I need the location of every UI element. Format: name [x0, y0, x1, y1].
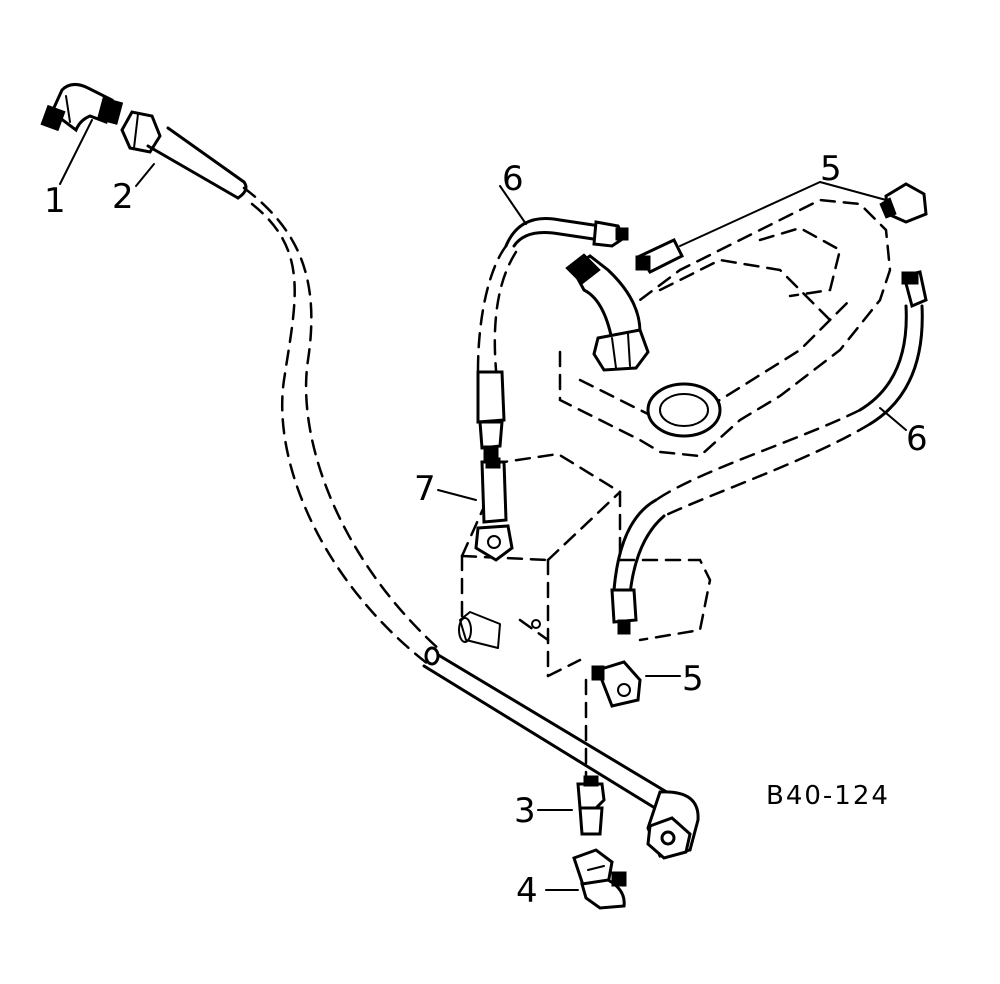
adapter-part-7: [474, 457, 514, 562]
tee-fitting-part-5-top: [635, 182, 928, 274]
figure-code: B40-124: [766, 781, 890, 811]
hose-part-6-top: [476, 217, 629, 461]
callout-5-lower: 5: [682, 659, 704, 699]
callout-7: 7: [414, 469, 436, 509]
leader-lines: [59, 119, 907, 891]
elbow-part-4: [572, 848, 627, 910]
connector-part-3: [576, 678, 606, 836]
elbow-fitting-part-1: [40, 83, 124, 133]
callout-5-top: 5: [820, 149, 842, 189]
tee-fitting-part-5-lower: [591, 660, 642, 708]
callout-2: 2: [112, 177, 134, 217]
callout-1: 1: [44, 181, 66, 221]
callout-6-right: 6: [906, 419, 928, 459]
callout-4: 4: [516, 871, 538, 911]
callout-6-top: 6: [502, 159, 524, 199]
long-hose-part-2: [120, 110, 700, 860]
callout-3: 3: [514, 791, 536, 831]
hose-part-6-right: [610, 270, 928, 635]
housing-casting: [558, 198, 892, 458]
